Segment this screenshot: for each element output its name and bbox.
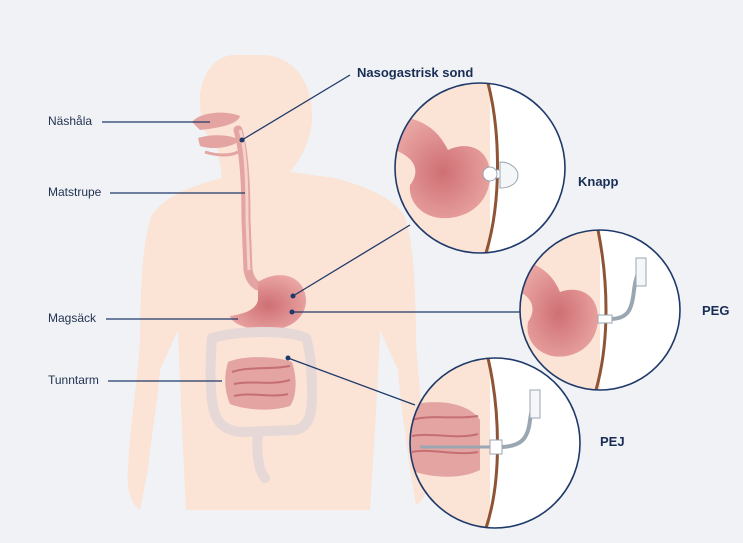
label-tunntarm: Tunntarm bbox=[48, 373, 99, 387]
label-peg: PEG bbox=[702, 303, 729, 318]
pej-callout bbox=[410, 358, 580, 528]
knapp-callout bbox=[395, 83, 565, 253]
label-nasogastrisk-sond: Nasogastrisk sond bbox=[357, 65, 473, 80]
label-knapp: Knapp bbox=[578, 174, 618, 189]
peg-callout bbox=[520, 230, 680, 390]
small-intestine bbox=[225, 357, 295, 410]
label-matstrupe: Matstrupe bbox=[48, 185, 101, 199]
label-pej: PEJ bbox=[600, 434, 625, 449]
label-nashala: Näshåla bbox=[48, 114, 92, 128]
label-magsack: Magsäck bbox=[48, 311, 96, 325]
